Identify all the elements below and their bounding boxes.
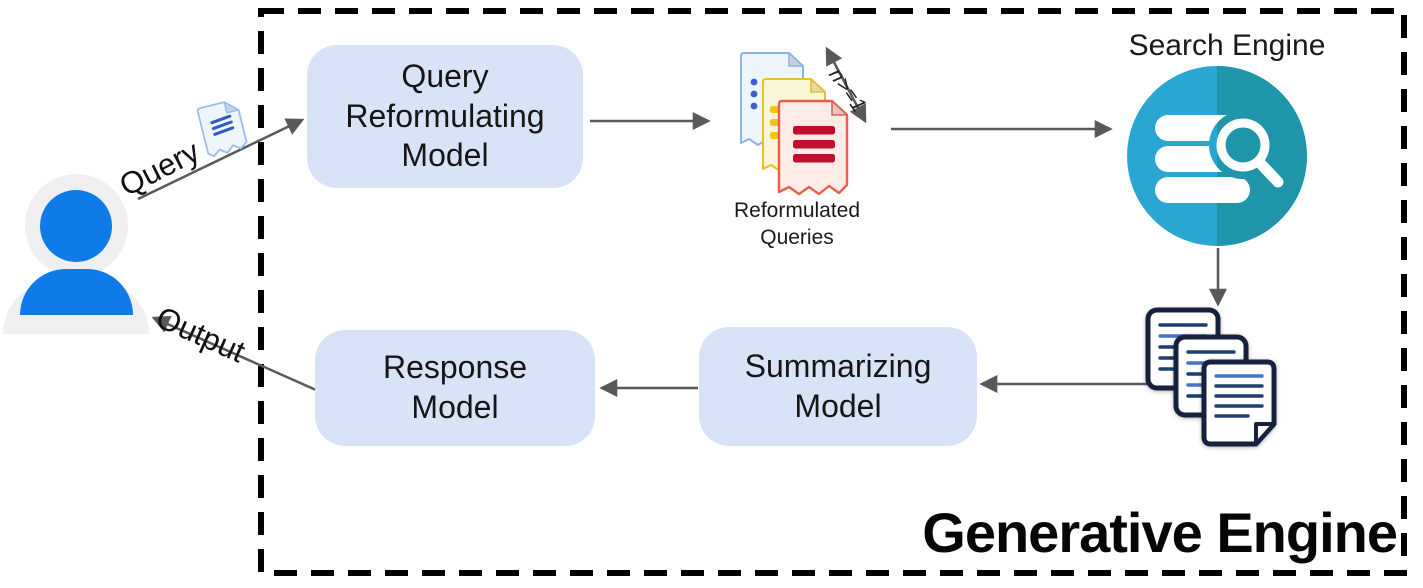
generative-engine-boundary — [258, 8, 1407, 576]
n-range-double-arrow — [825, 46, 867, 124]
retrieved-documents-icon — [1145, 307, 1277, 447]
magnifier-icon — [1216, 118, 1284, 188]
search-engine-label: Search Engine — [1128, 29, 1326, 62]
red-query-doc — [777, 99, 849, 196]
query-reformulating-model-box: Query Reformulating Model — [307, 45, 583, 188]
reformulated-queries-caption: Reformulated Queries — [733, 199, 861, 250]
summarizing-model-box: Summarizing Model — [699, 327, 977, 446]
avatar-body — [20, 269, 133, 315]
search-engine-icon — [1127, 66, 1307, 246]
arrow-query-to-reformulating — [137, 118, 305, 201]
query-document-icon — [196, 101, 248, 158]
response-model-box: Response Model — [315, 330, 595, 446]
arrow-response-to-user — [151, 315, 317, 392]
user-avatar-icon — [3, 174, 151, 334]
generative-engine-title: Generative Engine — [922, 501, 1398, 564]
avatar-head — [40, 190, 112, 262]
result-doc-front — [1201, 359, 1277, 447]
reformulated-queries-icon — [740, 52, 849, 196]
